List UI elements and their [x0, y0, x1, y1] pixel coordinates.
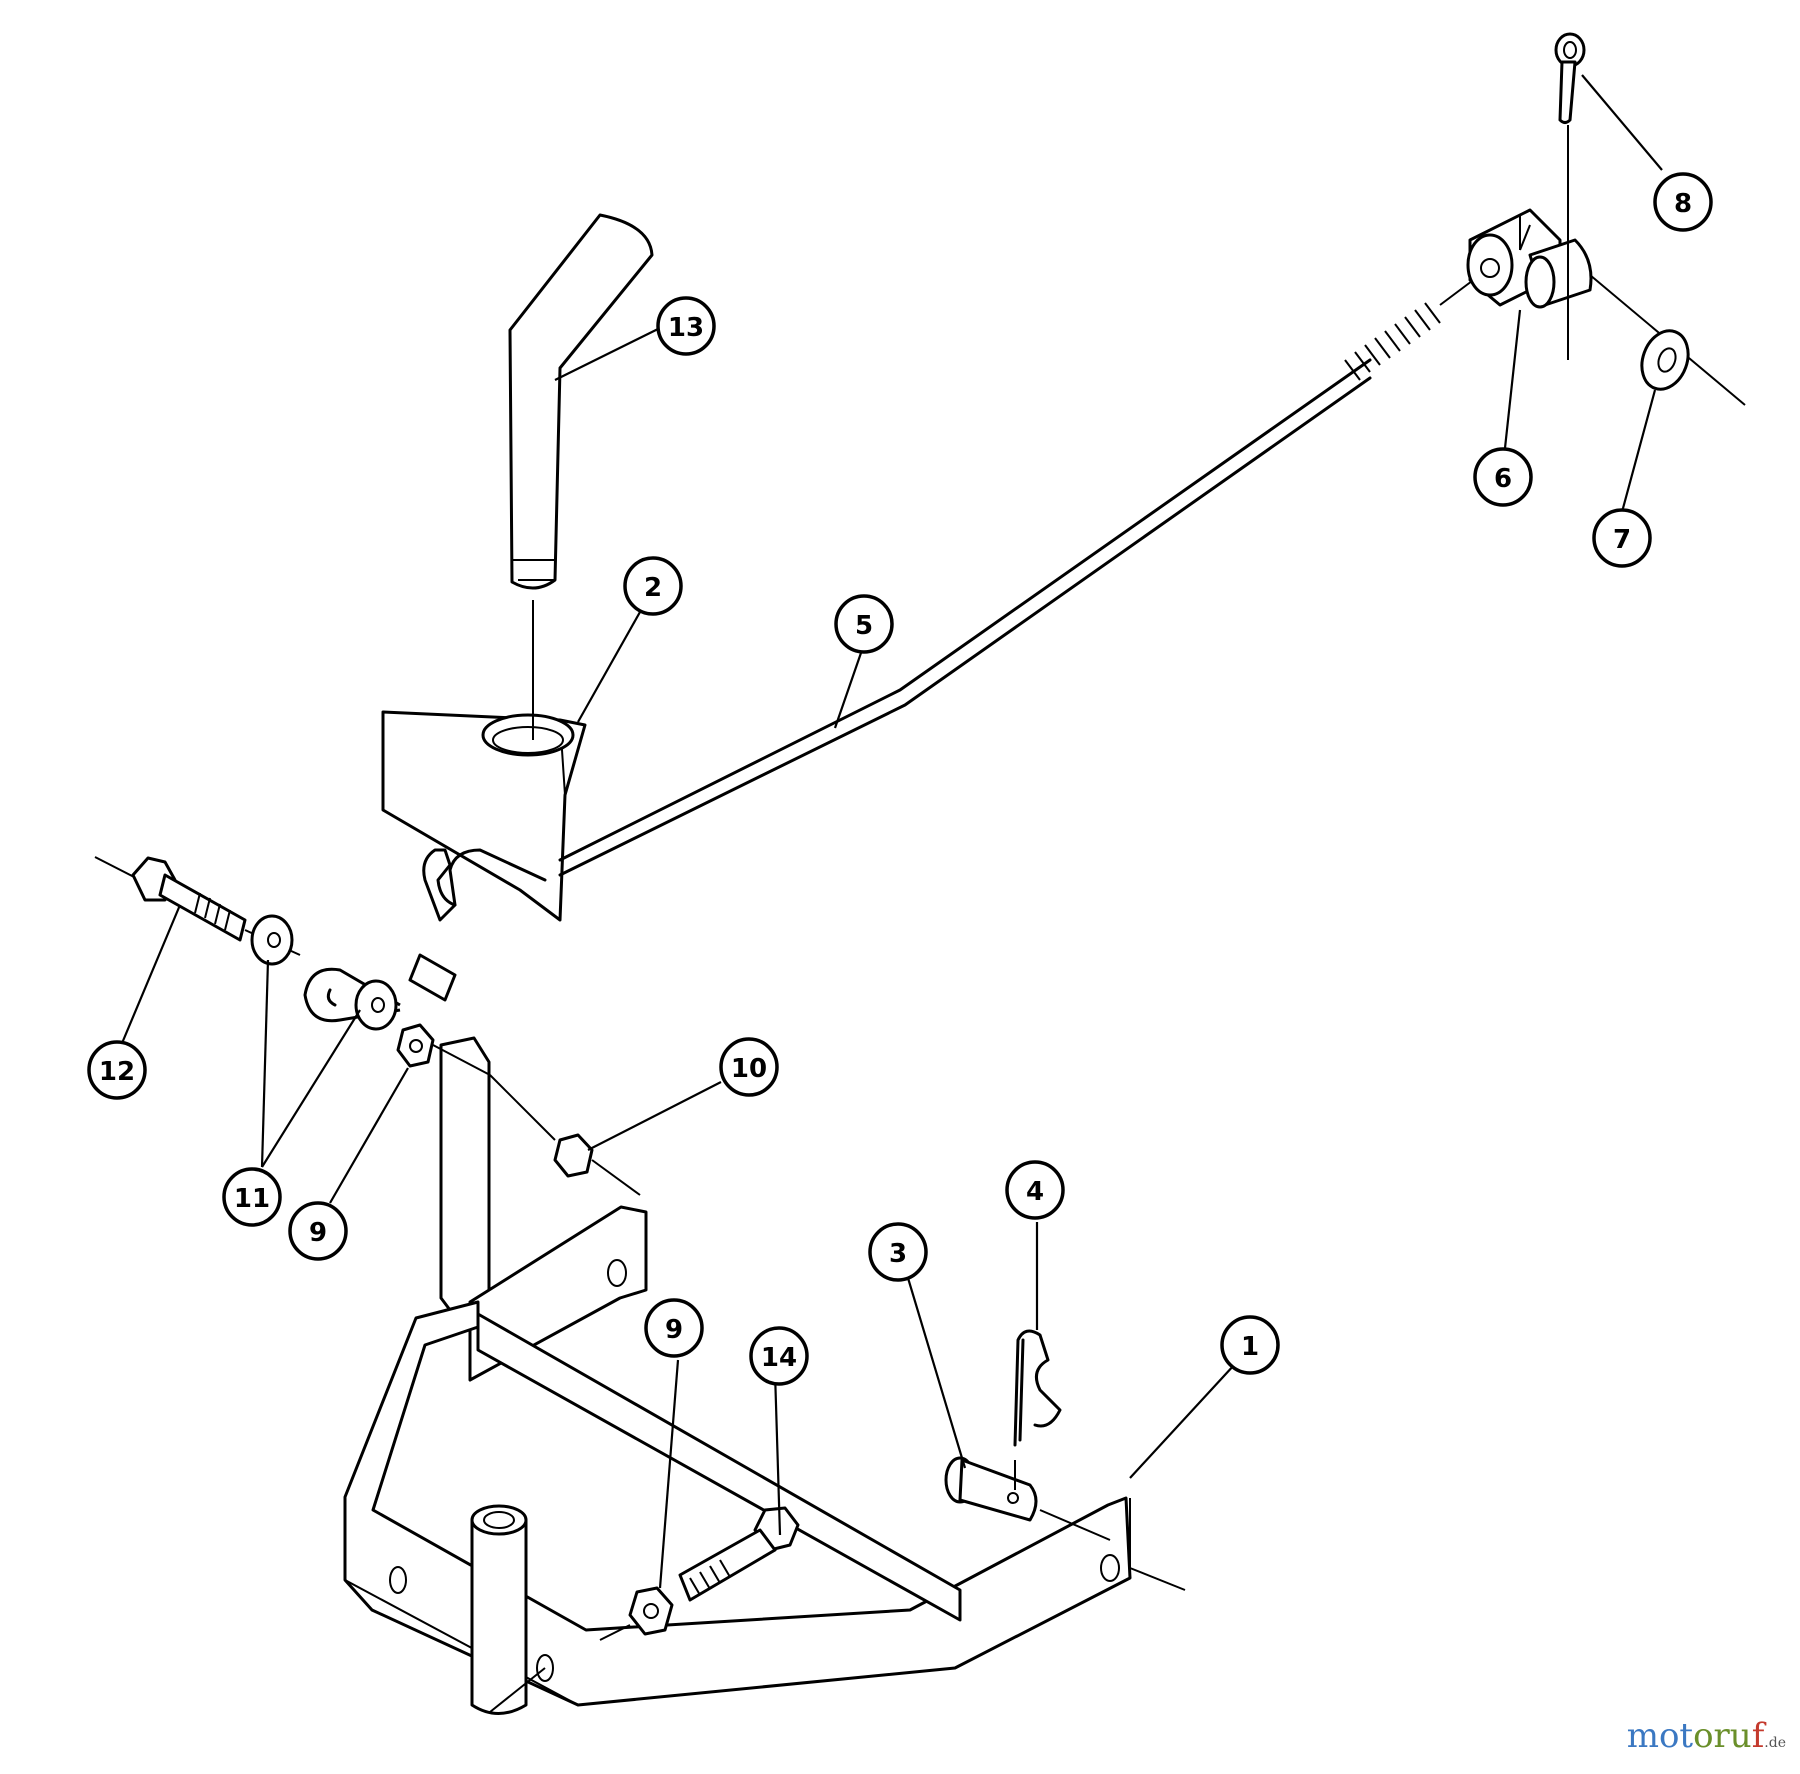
svg-text:11: 11: [234, 1184, 270, 1214]
callout-10: 10: [719, 1037, 779, 1097]
watermark-part-1: mot: [1626, 1716, 1694, 1756]
leader-lines: [118, 74, 1663, 1589]
washer-7: [1640, 329, 1690, 391]
cotter-pin: [1554, 32, 1586, 360]
watermark-part-2: oru: [1693, 1716, 1752, 1756]
svg-text:9: 9: [309, 1218, 327, 1248]
callout-3: 3: [868, 1222, 928, 1282]
svg-text:2: 2: [644, 573, 662, 603]
washers-11: [250, 914, 398, 1031]
control-rod: [303, 274, 1481, 1023]
callout-6: 6: [1473, 447, 1533, 507]
svg-text:7: 7: [1613, 525, 1631, 555]
nut-10: [489, 1074, 641, 1196]
nut-9-lower: [599, 1586, 674, 1641]
callout-5: 5: [834, 594, 894, 654]
callout-2: 2: [623, 556, 683, 616]
frame-bracket: [343, 1036, 1186, 1715]
svg-text:12: 12: [99, 1057, 135, 1087]
svg-text:3: 3: [889, 1239, 907, 1269]
callout-13: 13: [656, 296, 716, 356]
svg-text:13: 13: [668, 313, 704, 343]
collar: [1466, 208, 1746, 406]
nut-9-upper: [396, 1023, 491, 1076]
bolt-14: [678, 1506, 800, 1602]
svg-text:4: 4: [1026, 1177, 1044, 1207]
watermark-part-3: f: [1751, 1716, 1765, 1756]
svg-text:6: 6: [1494, 464, 1512, 494]
callout-9-upper: 9: [288, 1201, 348, 1261]
rod-thread: [1344, 302, 1441, 381]
lever-bracket: [381, 710, 587, 922]
svg-text:5: 5: [855, 611, 873, 641]
svg-text:10: 10: [731, 1054, 767, 1084]
callout-1: 1: [1220, 1315, 1280, 1375]
clevis-pin: [944, 1456, 1111, 1541]
watermark-logo: motoruf.de: [1627, 1716, 1786, 1756]
callout-14: 14: [749, 1326, 809, 1386]
hairpin-clip: [1013, 1329, 1062, 1490]
callout-12: 12: [87, 1040, 147, 1100]
callout-7: 7: [1592, 508, 1652, 568]
handle: [508, 213, 654, 740]
callout-11: 11: [222, 1167, 282, 1227]
svg-text:14: 14: [761, 1343, 797, 1373]
callout-9-lower: 9: [644, 1298, 704, 1358]
watermark-tld: .de: [1764, 1735, 1786, 1751]
svg-text:9: 9: [665, 1315, 683, 1345]
svg-text:1: 1: [1241, 1332, 1259, 1362]
callout-4: 4: [1005, 1160, 1065, 1220]
svg-text:8: 8: [1674, 189, 1692, 219]
callout-8: 8: [1653, 172, 1713, 232]
